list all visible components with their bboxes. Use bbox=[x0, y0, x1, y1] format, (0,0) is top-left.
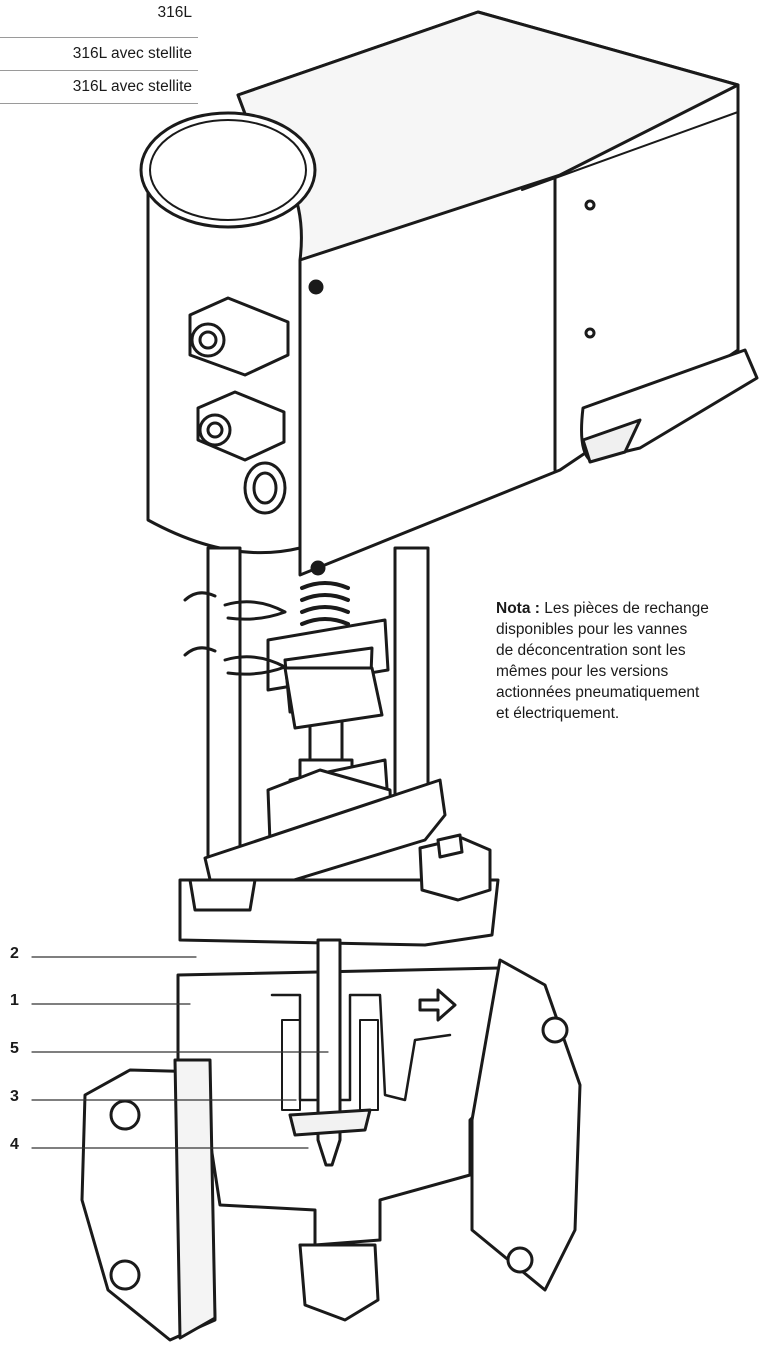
note-label: Nota : bbox=[496, 600, 540, 617]
callout-number: 4 bbox=[10, 1136, 19, 1153]
table-row: 316L avec stellite bbox=[0, 71, 198, 104]
flange-left-face bbox=[173, 1058, 217, 1340]
bonnet-nut bbox=[418, 836, 492, 902]
note-line: Les pièces de rechange bbox=[544, 600, 709, 617]
inner-cage bbox=[281, 1019, 301, 1111]
bolt-hole bbox=[506, 1246, 534, 1274]
clip-icon bbox=[183, 591, 287, 621]
materials-table: 316L 316L avec stellite 316L avec stelli… bbox=[0, 0, 198, 104]
cable-gland-icon bbox=[188, 296, 290, 377]
table-cell: 316L avec stellite bbox=[72, 78, 192, 95]
bonnet-stud bbox=[436, 833, 464, 859]
callout-number: 5 bbox=[10, 1040, 19, 1057]
inner-cage bbox=[359, 1019, 379, 1111]
note-line: et électriquement. bbox=[496, 705, 620, 722]
note-line: disponibles pour les vannes bbox=[496, 621, 688, 638]
bonnet-nut bbox=[188, 878, 257, 912]
screw-icon bbox=[584, 327, 596, 339]
cable-gland-icon bbox=[196, 390, 286, 462]
callout-number: 2 bbox=[10, 945, 19, 962]
actuator-cylinder-top bbox=[139, 111, 317, 229]
table-row: 316L bbox=[0, 0, 198, 38]
packing-nut bbox=[283, 666, 384, 730]
screw-icon bbox=[310, 560, 326, 576]
manual-handle-lower bbox=[581, 418, 642, 464]
note-line: mêmes pour les versions bbox=[496, 663, 669, 680]
bolt-hole bbox=[109, 1099, 141, 1131]
table-row: 316L avec stellite bbox=[0, 38, 198, 71]
seat-ring bbox=[288, 1108, 372, 1137]
table-cell: 316L avec stellite bbox=[72, 45, 192, 62]
cable-port-icon bbox=[243, 461, 287, 515]
bolt-hole bbox=[541, 1016, 569, 1044]
note-line: actionnées pneumatiquement bbox=[496, 684, 700, 701]
bolt-hole bbox=[109, 1259, 141, 1291]
actuator-seam-2 bbox=[521, 111, 739, 191]
callout-number: 3 bbox=[10, 1088, 19, 1105]
table-cell: 316L bbox=[157, 4, 192, 21]
screw-icon bbox=[308, 279, 324, 295]
callout-number: 1 bbox=[10, 992, 19, 1009]
valve-plug bbox=[316, 938, 342, 1167]
flow-arrow-icon bbox=[418, 988, 457, 1022]
drain-plug bbox=[298, 1243, 380, 1322]
spring-icon bbox=[300, 581, 350, 626]
note-line: de déconcentration sont les bbox=[496, 642, 686, 659]
note-block: Nota : Les pièces de rechange disponible… bbox=[496, 598, 760, 724]
screw-icon bbox=[584, 199, 596, 211]
